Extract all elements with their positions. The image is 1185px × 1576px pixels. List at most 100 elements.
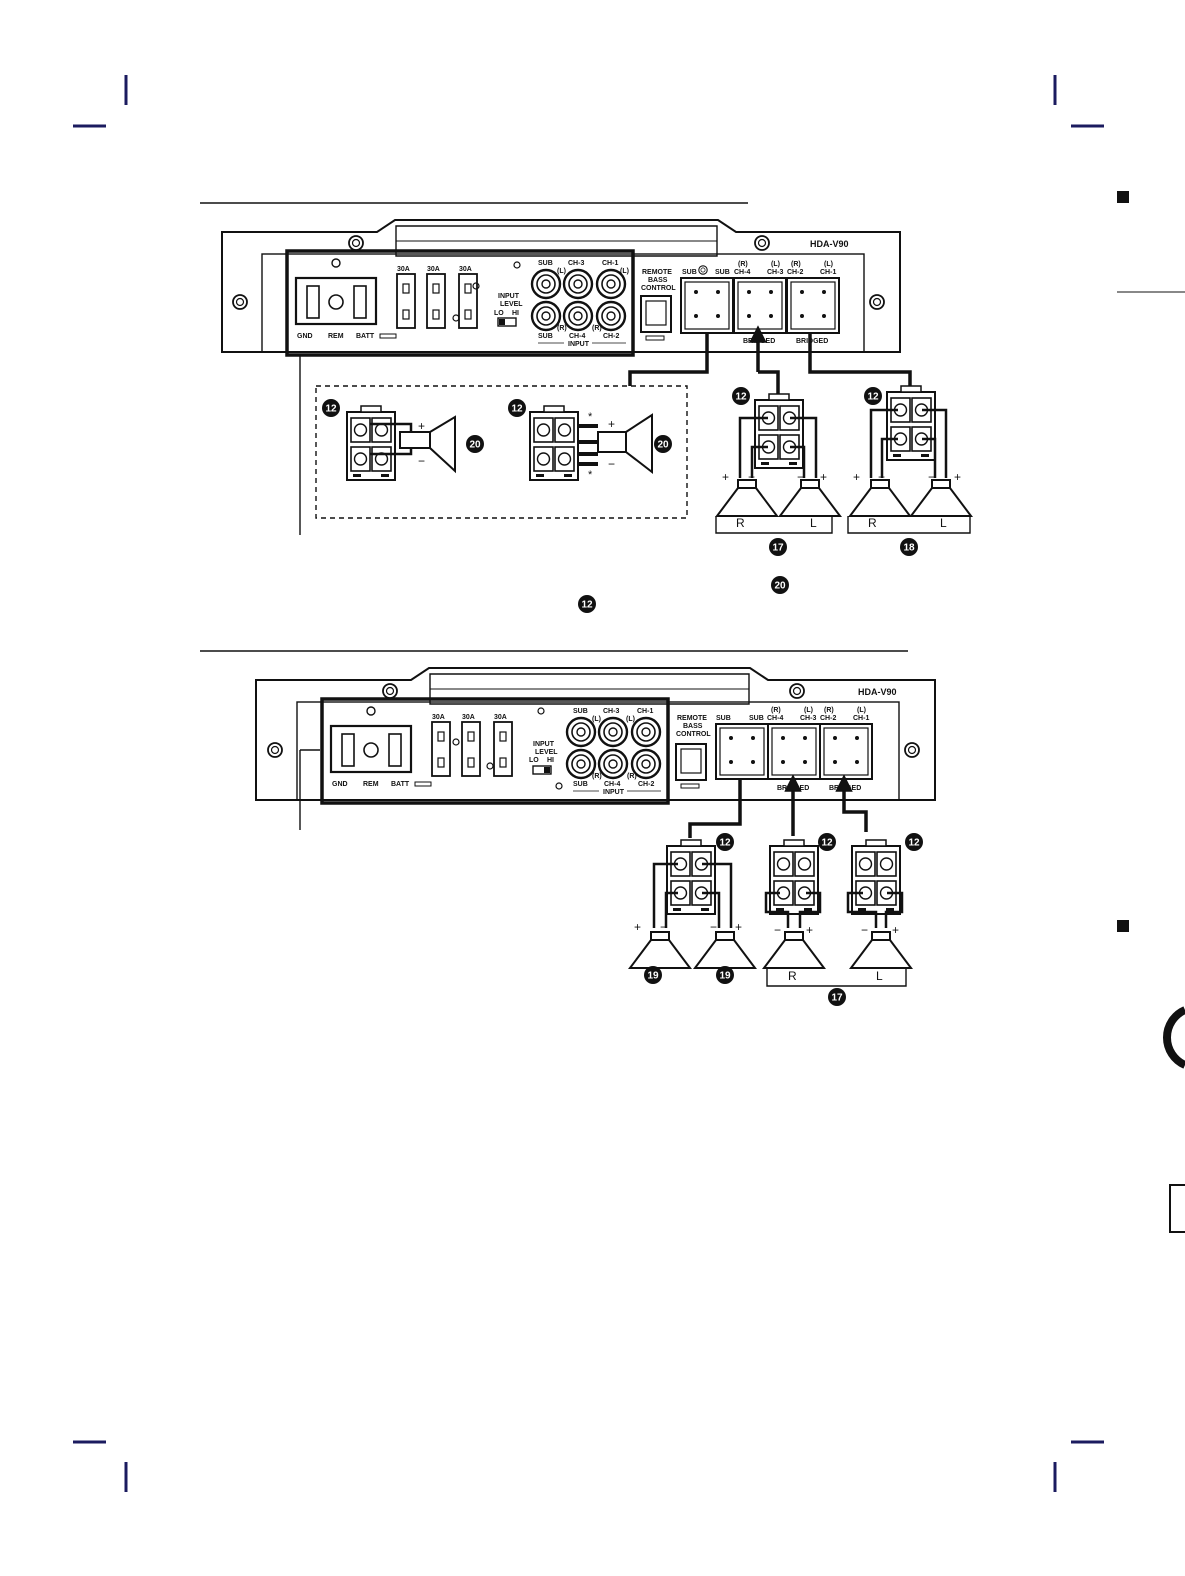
svg-text:CH-1: CH-1 [820,269,836,276]
svg-text:CH-1: CH-1 [853,715,869,722]
callout-20: 20 [771,576,789,594]
callout-12: 12 [322,399,340,417]
svg-text:(L): (L) [824,261,833,268]
svg-text:BATT: BATT [356,333,375,340]
svg-text:INPUT: INPUT [533,741,555,748]
svg-text:CH-3: CH-3 [568,260,584,267]
svg-text:INPUT: INPUT [603,789,625,796]
svg-text:SUB: SUB [682,269,697,276]
svg-text:30A: 30A [427,266,440,273]
svg-text:CH-3: CH-3 [800,715,816,722]
svg-text:20: 20 [774,581,786,592]
svg-text:12: 12 [581,600,593,611]
callout-17: 17 [828,988,846,1006]
svg-text:BASS: BASS [648,277,668,284]
svg-text:12: 12 [821,838,833,849]
svg-text:SUB: SUB [573,781,588,788]
svg-text:(L): (L) [557,268,566,275]
svg-text:(L): (L) [857,707,866,714]
svg-text:(L): (L) [592,716,601,723]
svg-text:HI: HI [512,310,519,317]
svg-text:17: 17 [772,543,784,554]
svg-text:SUB: SUB [573,708,588,715]
callout-12: 12 [578,595,596,613]
svg-text:*: * [588,411,593,423]
svg-text:19: 19 [647,971,659,982]
svg-text:REM: REM [328,333,344,340]
svg-text:(L): (L) [804,707,813,714]
svg-text:(R): (R) [771,707,781,714]
svg-text:BRIDGED: BRIDGED [796,338,828,345]
callout-19: 19 [644,966,662,984]
svg-text:INPUT: INPUT [568,341,590,348]
svg-text:+: + [722,470,729,484]
svg-text:−: − [710,920,717,934]
callout-20: 20 [466,435,484,453]
svg-text:20: 20 [469,440,481,451]
svg-text:LEVEL: LEVEL [535,749,558,756]
svg-text:12: 12 [511,404,523,415]
svg-text:BASS: BASS [683,723,703,730]
svg-text:CH-4: CH-4 [767,715,783,722]
svg-text:HI: HI [547,757,554,764]
svg-text:30A: 30A [459,266,472,273]
svg-text:17: 17 [831,993,843,1004]
svg-text:REMOTE: REMOTE [642,269,672,276]
svg-text:−: − [797,470,804,484]
svg-text:12: 12 [867,392,879,403]
svg-text:R: R [736,516,745,530]
svg-text:LEVEL: LEVEL [500,301,523,308]
svg-text:SUB: SUB [749,715,764,722]
svg-text:−: − [660,920,667,934]
svg-text:(R): (R) [592,773,602,780]
svg-text:REM: REM [363,781,379,788]
svg-text:30A: 30A [397,266,410,273]
svg-text:LO: LO [494,310,504,317]
svg-text:CH-4: CH-4 [734,269,750,276]
svg-text:+: + [820,470,827,484]
svg-text:−: − [418,454,425,468]
svg-text:+: + [418,419,425,433]
svg-text:CH-1: CH-1 [602,260,618,267]
svg-text:(R): (R) [824,707,834,714]
callout-12: 12 [508,399,526,417]
svg-text:LO: LO [529,757,539,764]
svg-text:20: 20 [657,440,669,451]
svg-text:−: − [878,470,885,484]
svg-text:+: + [608,417,615,431]
callout-12: 12 [716,833,734,851]
model-label-2: HDA-V90 [858,687,897,697]
svg-text:CONTROL: CONTROL [676,731,711,738]
svg-text:−: − [774,923,781,937]
svg-text:L: L [876,969,883,983]
svg-text:CH-2: CH-2 [787,269,803,276]
svg-text:30A: 30A [432,714,445,721]
callout-20: 20 [654,435,672,453]
svg-text:(L): (L) [620,268,629,275]
callout-12: 12 [732,387,750,405]
svg-text:SUB: SUB [716,715,731,722]
svg-text:R: R [868,516,877,530]
svg-text:12: 12 [325,404,337,415]
svg-text:(L): (L) [626,716,635,723]
svg-text:CH-2: CH-2 [820,715,836,722]
svg-text:19: 19 [719,971,731,982]
callout-17: 17 [769,538,787,556]
svg-text:12: 12 [719,838,731,849]
svg-text:L: L [810,516,817,530]
amplifier-panel-bottom: HDA-V90 GND REM BATT 30A 30A 30A INPUT L… [255,667,936,805]
svg-text:SUB: SUB [538,333,553,340]
svg-text:SUB: SUB [538,260,553,267]
callout-12: 12 [864,387,882,405]
svg-text:CH-2: CH-2 [638,781,654,788]
svg-text:−: − [608,457,615,471]
svg-text:18: 18 [903,543,915,554]
svg-text:(R): (R) [738,261,748,268]
svg-text:L: L [940,516,947,530]
svg-text:CH-3: CH-3 [603,708,619,715]
amplifier-panel-top: HDA-V90 GND REM BATT 30A 30A 30A INPUT L… [221,219,901,357]
svg-text:R: R [788,969,797,983]
svg-text:CH-4: CH-4 [604,781,620,788]
